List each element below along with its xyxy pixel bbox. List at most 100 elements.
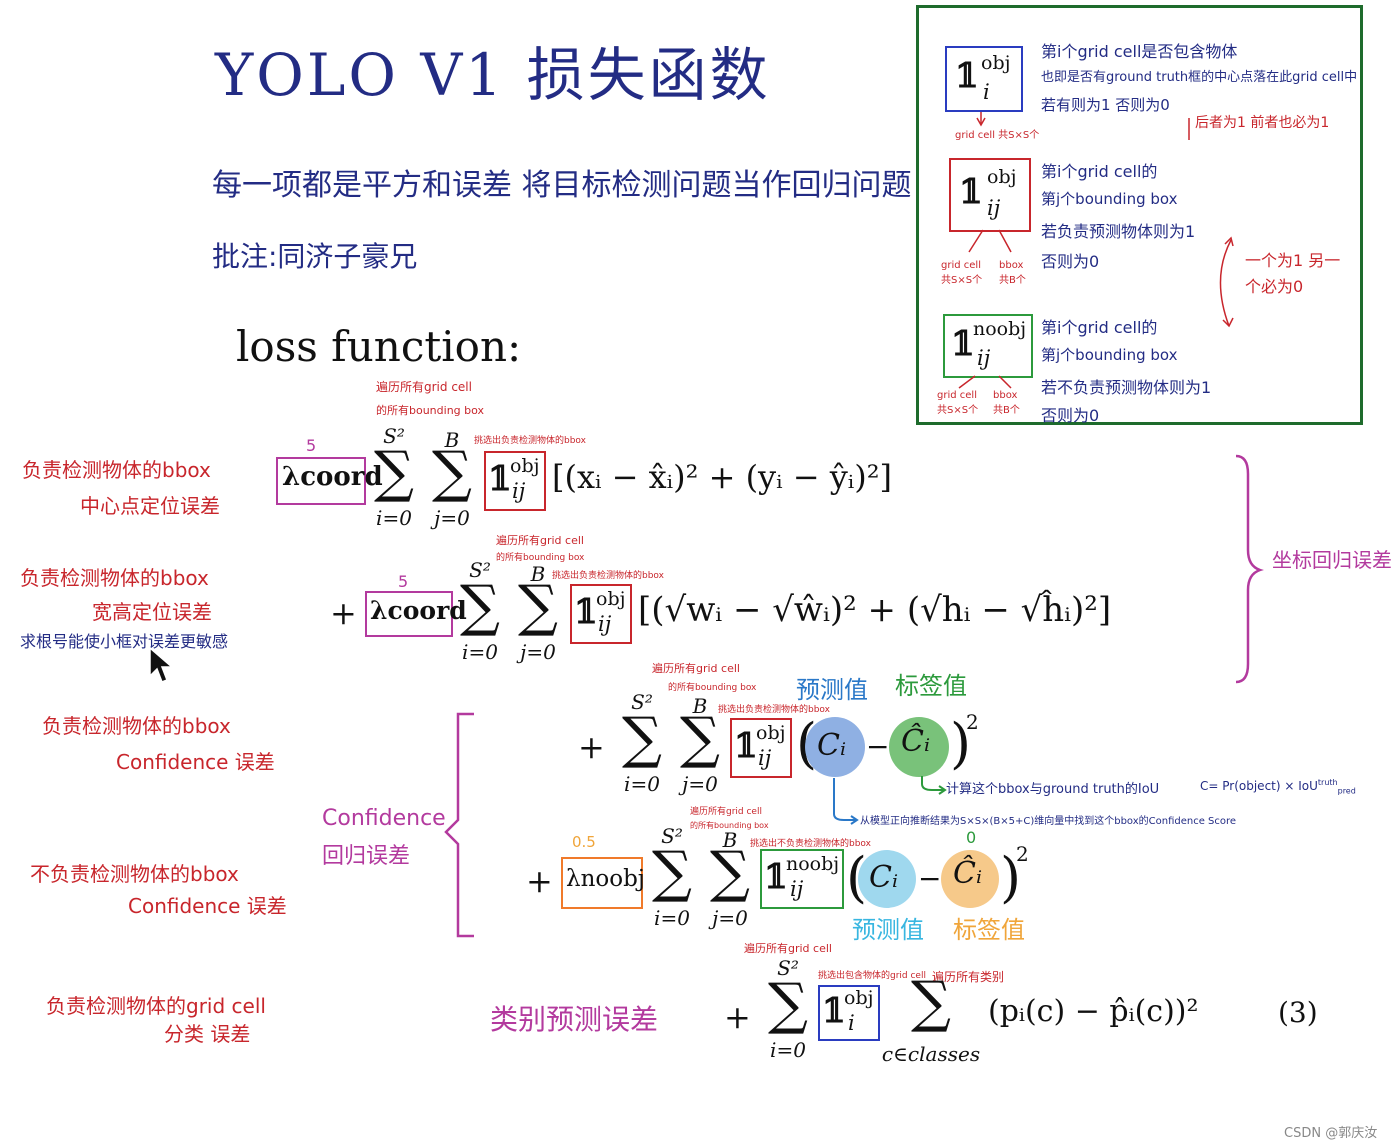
c-formula-note: C= Pr(object) × IoUtruthpred	[1200, 778, 1356, 796]
watermark: CSDN @郭庆汝	[1284, 1126, 1378, 1141]
indicator-noobj-ij-symbol: 𝟙 noobj ij	[943, 314, 1033, 378]
indicator-obj-ij-row1: 𝟙 obj ij	[484, 451, 546, 511]
true-confidence-circle-row3	[889, 717, 949, 777]
coord-regression-label: 坐标回归误差	[1272, 548, 1392, 572]
row5-note-pick-cell: 挑选出包含物体的grid cell	[818, 971, 926, 981]
noobj-ij-under-right: bbox 共B个	[993, 390, 1020, 416]
coord-brace	[1235, 454, 1264, 684]
noobj-ij-under-left: grid cell 共S×S个	[937, 390, 979, 416]
obj-ij-under-left: grid cell 共S×S个	[941, 260, 983, 286]
row2-note-iter-cells: 遍历所有grid cell	[496, 534, 584, 547]
note-class-1: 负责检测物体的grid cell	[46, 994, 266, 1018]
indicator-legend-panel: 𝟙 obj i 第i个grid cell是否包含物体 也即是否有ground t…	[916, 5, 1363, 425]
plus-row4: +	[526, 862, 553, 900]
term-class-error: (pᵢ(c) − p̂ᵢ(c))²	[988, 994, 1199, 1029]
noobj-ij-desc-2: 第j个bounding box	[1041, 346, 1178, 364]
noobj-ij-desc-1: 第i个grid cell的	[1041, 318, 1158, 337]
indicator-obj-ij-row2: 𝟙 obj ij	[570, 584, 632, 644]
row3-square: 2	[966, 710, 979, 734]
pred-confidence-circle-row3	[805, 717, 865, 777]
row4-note-pick: 挑选出不负责检测物体的bbox	[750, 839, 871, 849]
pred-confidence-circle-row4	[858, 850, 916, 908]
iou-note: 计算这个bbox与ground truth的IoU	[946, 782, 1160, 797]
confidence-brace	[444, 712, 474, 938]
c-pred-row4: Cᵢ	[869, 860, 898, 895]
note-coord-size-2: 宽高定位误差	[92, 600, 212, 624]
row3-note-iter-cells: 遍历所有grid cell	[652, 662, 740, 675]
plus-row5: +	[724, 998, 751, 1036]
pred-label-row4: 预测值	[852, 916, 924, 944]
subtitle: 每一项都是平方和误差 将目标检测问题当作回归问题	[212, 168, 912, 203]
obj-ij-desc-3: 若负责预测物体则为1	[1041, 222, 1196, 241]
note-conf-noobj-1: 不负责检测物体的bbox	[30, 862, 239, 886]
lambda-coord-value-1: 5	[306, 436, 317, 455]
sum-i-row2: S² ∑ i=0	[460, 558, 500, 664]
row5-note-iter-cells: 遍历所有grid cell	[744, 942, 832, 955]
true-confidence-circle-row4	[941, 850, 999, 908]
sum-i-row5: S² ∑ i=0	[768, 956, 808, 1062]
row5-note-iter-classes: 遍历所有类别	[932, 970, 1005, 984]
page-title: YOLO V1 损失函数	[215, 41, 771, 109]
indicator-obj-i-row5: 𝟙 obj i	[818, 985, 880, 1041]
row3-note-pick: 挑选出负责检测物体的bbox	[718, 705, 830, 715]
note-coord-center-1: 负责检测物体的bbox	[22, 458, 211, 482]
row1-note-iter-boxes: 的所有bounding box	[376, 404, 485, 417]
indicator-noobj-ij-row4: 𝟙 noobj ij	[760, 849, 844, 909]
lambda-coord-2: λcoord	[370, 596, 467, 625]
sum-j-row1: B ∑ j=0	[432, 428, 472, 530]
indicator-obj-i-symbol: 𝟙 obj i	[945, 46, 1023, 112]
row4-square: 2	[1016, 842, 1029, 866]
obj-ij-desc-1: 第i个grid cell的	[1041, 162, 1158, 181]
confidence-label-1: Confidence	[322, 806, 446, 831]
lambda-noobj: λnoobj	[566, 866, 645, 892]
row4-note-iter-cells: 遍历所有grid cell	[690, 807, 762, 817]
note-coord-size-3: 求根号能使小框对误差更敏感	[20, 632, 229, 651]
lambda-noobj-value: 0.5	[572, 833, 596, 851]
row2-note-iter-boxes: 的所有bounding box	[496, 553, 585, 563]
obj-ij-desc-2: 第j个bounding box	[1041, 190, 1178, 208]
noobj-ij-desc-4: 否则为0	[1041, 406, 1100, 425]
row3-arrows	[833, 776, 947, 825]
row4-close-paren: )	[1000, 846, 1022, 909]
row3-close-paren: )	[950, 712, 972, 775]
sum-j-row3: B ∑ j=0	[680, 694, 720, 796]
sum-j-row4: B ∑ j=0	[710, 828, 750, 930]
sum-i-row4: S² ∑ i=0	[652, 824, 692, 930]
row4-note-iter-boxes: 的所有bounding box	[690, 821, 769, 830]
annotation-credit: 批注:同济子豪兄	[212, 240, 418, 273]
note-conf-obj-2: Confidence 误差	[116, 750, 275, 774]
term-size-error: [(√wᵢ − √ŵᵢ)² + (√hᵢ − √ĥᵢ)²]	[638, 590, 1112, 630]
sum-c-row5: ∑ c∈classes	[881, 970, 981, 1066]
zero-mark: 0	[966, 828, 977, 847]
sum-i-row3: S² ∑ i=0	[622, 690, 662, 796]
pred-label-row3: 预测值	[796, 676, 868, 704]
row1-note-pick: 挑选出负责检测物体的bbox	[474, 436, 586, 446]
true-label-row4: 标签值	[953, 916, 1025, 944]
plus-row3: +	[578, 728, 605, 766]
sum-j-row2: B ∑ j=0	[518, 562, 558, 664]
note-coord-size-1: 负责检测物体的bbox	[20, 566, 209, 590]
equation-number: (3)	[1278, 996, 1318, 1029]
mutual-exclusion-note: 一个为1 另一个必为0	[1245, 251, 1341, 296]
note-conf-obj-1: 负责检测物体的bbox	[42, 714, 231, 738]
obj-i-desc-1: 第i个grid cell是否包含物体	[1041, 42, 1238, 61]
true-label-row3: 标签值	[895, 672, 967, 700]
term-center-error: [(xᵢ − x̂ᵢ)² + (yᵢ − ŷᵢ)²]	[552, 458, 893, 496]
lambda-coord-value-2: 5	[398, 572, 409, 591]
c-label-row3: Ĉᵢ	[901, 724, 930, 759]
obj-i-under-note: grid cell 共S×S个	[955, 130, 1040, 141]
lambda-noobj-box	[561, 857, 643, 909]
mouse-cursor-icon	[149, 646, 174, 683]
class-error-label: 类别预测误差	[490, 1003, 659, 1036]
plus-row2: +	[330, 594, 357, 632]
minus-row4: −	[918, 862, 942, 895]
note-class-2: 分类 误差	[164, 1022, 251, 1046]
forward-note: 从模型正向推断结果为S×S×(B×5+C)维向量中找到这个bbox的Confid…	[860, 816, 1237, 827]
c-label-row4: Ĉᵢ	[953, 856, 982, 891]
lambda-coord-box-2	[365, 591, 453, 637]
obj-i-desc-2: 也即是否有ground truth框的中心点落在此grid cell中	[1041, 70, 1358, 85]
noobj-ij-desc-3: 若不负责预测物体则为1	[1041, 378, 1212, 397]
note-conf-noobj-2: Confidence 误差	[128, 894, 287, 918]
note-coord-center-2: 中心点定位误差	[80, 494, 220, 518]
confidence-label-2: 回归误差	[322, 844, 411, 869]
